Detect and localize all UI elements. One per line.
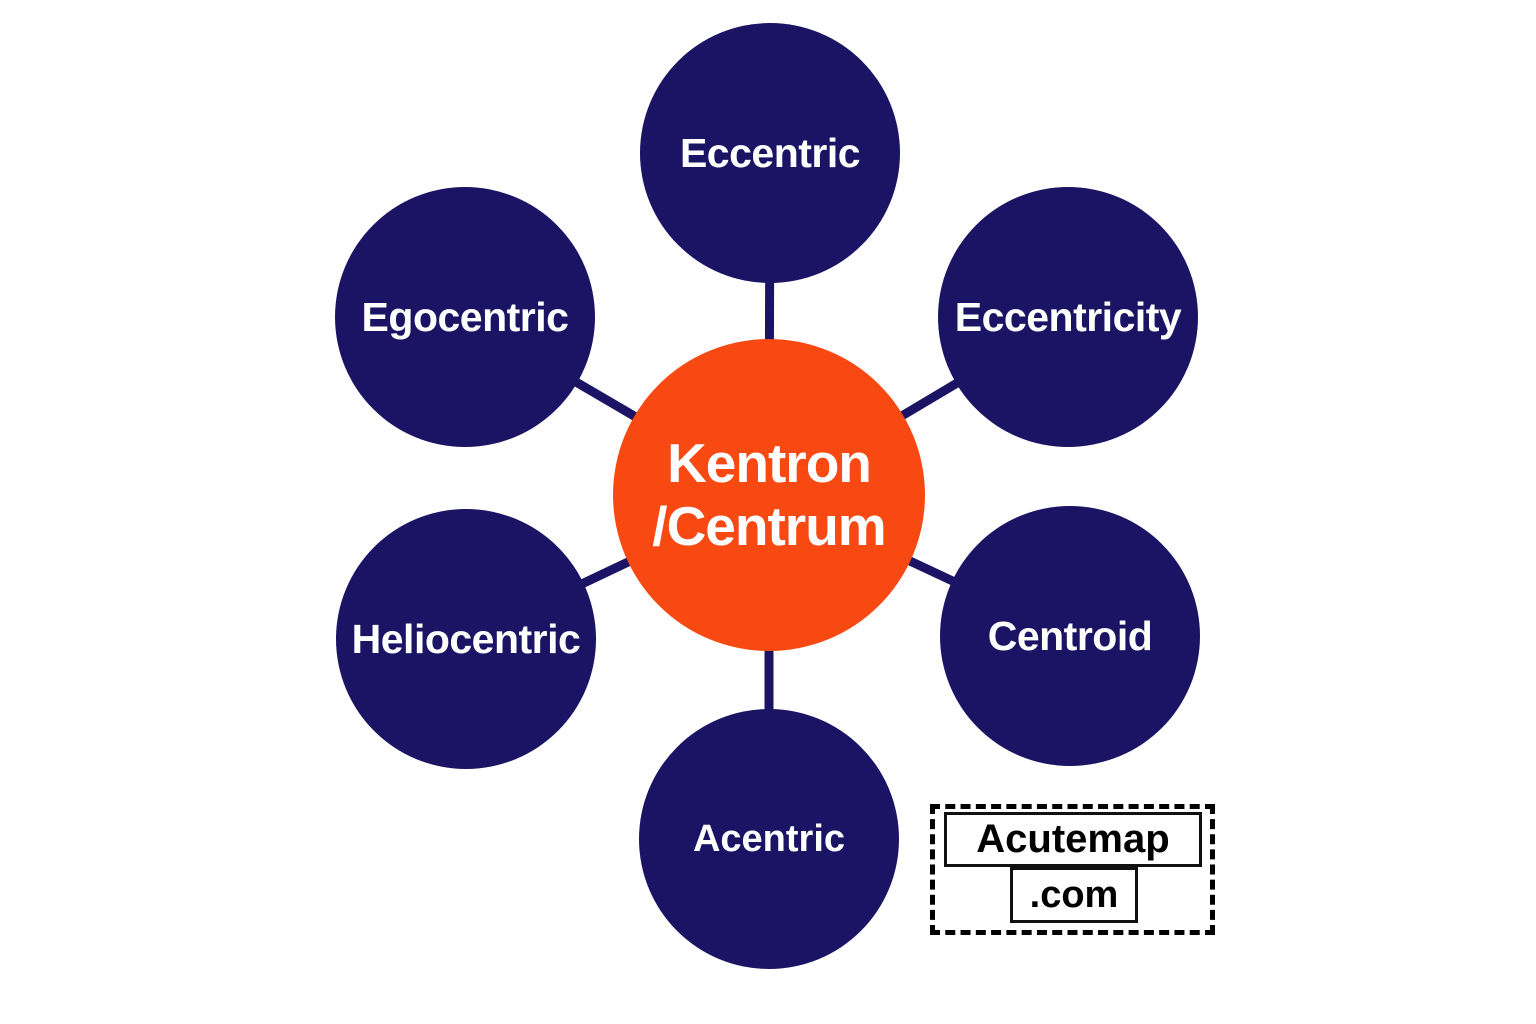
center-label-line1: Kentron — [667, 432, 872, 495]
node-center-kentron-centrum: Kentron /Centrum — [613, 339, 925, 651]
node-eccentricity-label: Eccentricity — [954, 293, 1182, 340]
watermark-tld-box: .com — [1010, 867, 1138, 923]
watermark-name: Acutemap — [976, 817, 1170, 861]
node-heliocentric-label: Heliocentric — [351, 615, 581, 662]
watermark-tld: .com — [1029, 873, 1119, 916]
node-egocentric-label: Egocentric — [361, 293, 569, 340]
watermark-name-box: Acutemap — [944, 812, 1202, 867]
node-eccentricity: Eccentricity — [938, 187, 1198, 447]
center-label-line2: /Centrum — [652, 495, 886, 557]
node-acentric-label: Acentric — [692, 817, 846, 860]
node-centroid: Centroid — [940, 506, 1200, 766]
node-eccentric-label: Eccentric — [679, 129, 861, 176]
node-acentric: Acentric — [639, 709, 899, 969]
node-centroid-label: Centroid — [987, 612, 1153, 659]
acutemap-watermark: Acutemap .com — [930, 804, 1215, 935]
node-eccentric: Eccentric — [640, 23, 900, 283]
node-heliocentric: Heliocentric — [336, 509, 596, 769]
node-egocentric: Egocentric — [335, 187, 595, 447]
